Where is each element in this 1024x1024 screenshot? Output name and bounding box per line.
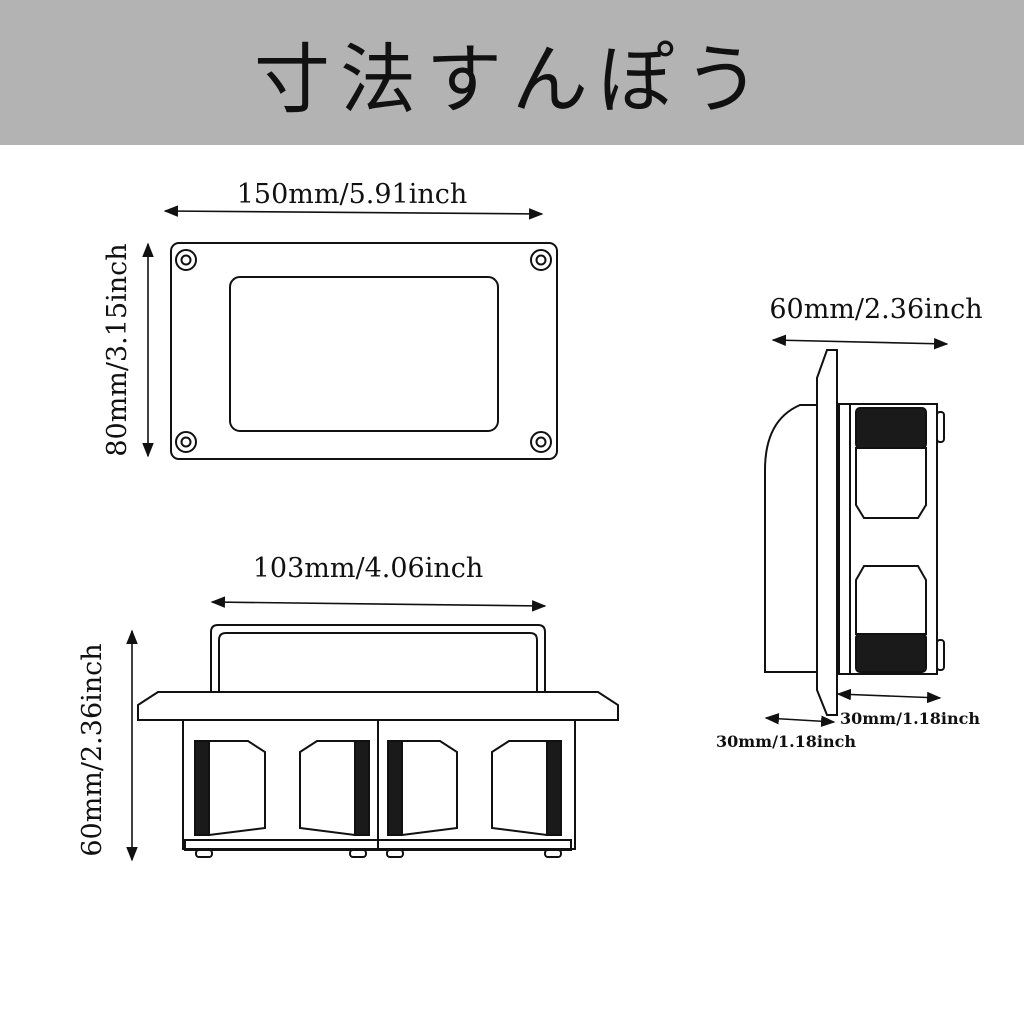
side-depth-back-arrow — [836, 688, 942, 704]
side-rocker-lower — [855, 565, 927, 673]
switch-body-base — [184, 839, 572, 851]
side-depth-front-label: 30mm/1.18inch — [716, 732, 856, 751]
side-view — [764, 334, 949, 727]
rocker-switch-1 — [194, 740, 266, 837]
side-rocker-upper — [855, 407, 927, 519]
rocker-switch-3 — [387, 740, 458, 837]
side-width-label: 60mm/2.36inch — [769, 294, 982, 325]
page-title: 寸法すんぽう — [254, 34, 770, 124]
side-width-arrow — [771, 334, 949, 350]
mount-hole-bottom-right — [530, 431, 552, 453]
mount-hole-bottom-left — [175, 431, 197, 453]
side-switch-frame — [838, 403, 938, 675]
front-width-label: 150mm/5.91inch — [237, 179, 468, 210]
mount-hole-top-left — [175, 249, 197, 271]
side-terminal-screws — [936, 411, 945, 671]
mount-feet — [195, 849, 562, 858]
rear-housing-loop-inner — [218, 632, 538, 693]
side-flange — [816, 349, 838, 716]
rocker-switch-2 — [299, 740, 370, 837]
bottom-view — [126, 596, 619, 862]
mount-hole-top-right — [530, 249, 552, 271]
bottom-height-label: 60mm/2.36inch — [77, 643, 108, 856]
front-panel-window — [229, 276, 499, 432]
side-depth-back-label: 30mm/1.18inch — [840, 709, 980, 728]
rocker-switch-4 — [491, 740, 562, 837]
front-height-label: 80mm/3.15inch — [102, 243, 133, 456]
rear-housing-loop — [210, 624, 546, 693]
side-depth-front-arrow — [764, 713, 836, 727]
bottom-width-arrow — [210, 596, 547, 612]
front-view — [142, 205, 558, 460]
title-banner: 寸法すんぽう — [0, 0, 1024, 145]
front-width-arrow — [163, 205, 544, 220]
front-panel-outline — [170, 242, 558, 460]
bottom-width-label: 103mm/4.06inch — [253, 553, 484, 584]
side-housing — [764, 404, 817, 673]
flange-plate — [137, 691, 619, 721]
